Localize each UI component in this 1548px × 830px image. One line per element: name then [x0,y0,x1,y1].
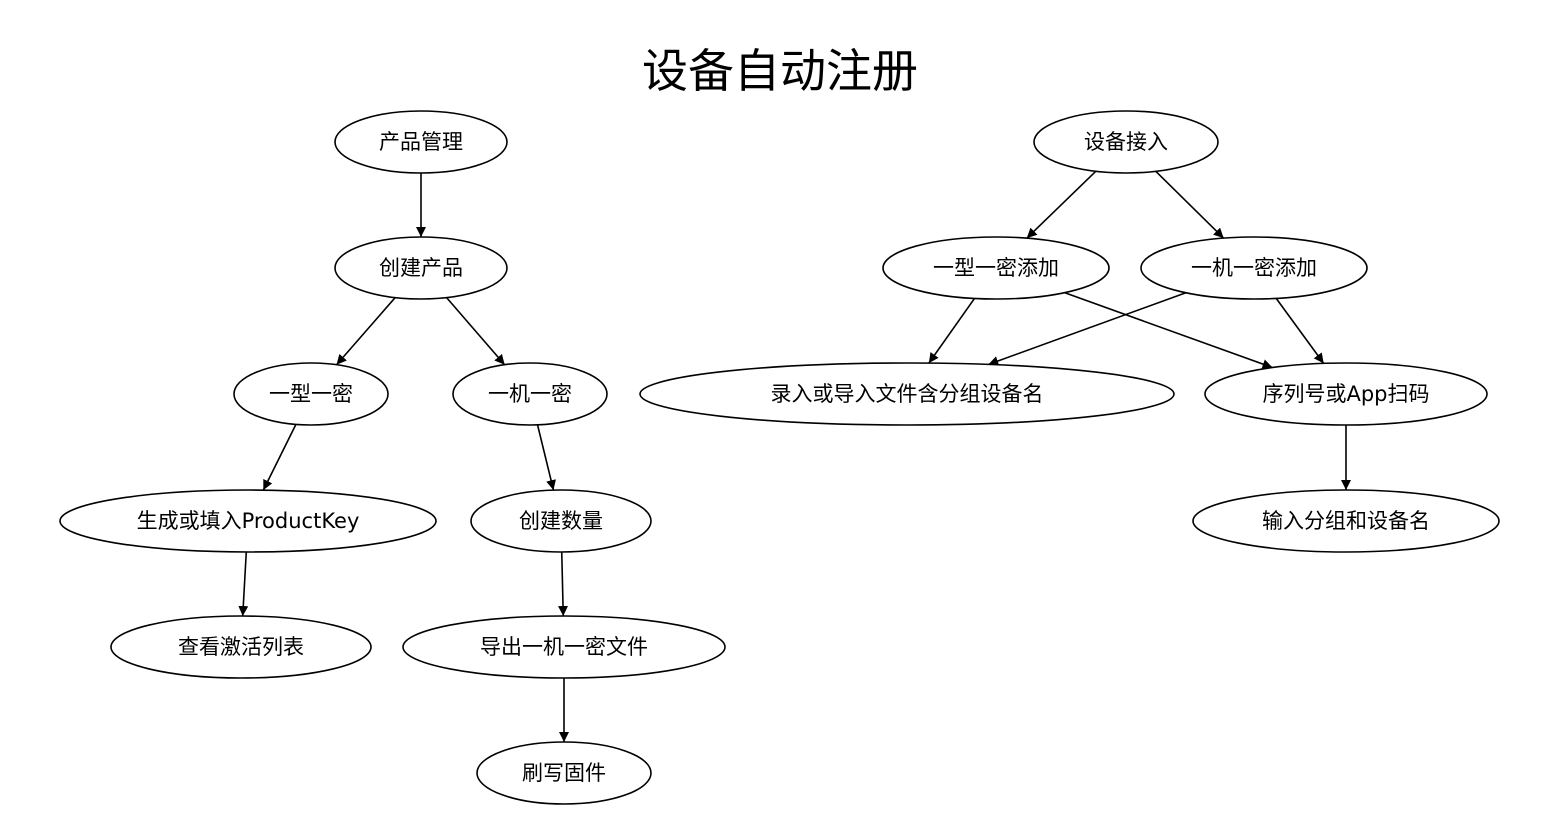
edge-add_one_type_one_secret-to-serial_or_app_scan [1064,291,1273,369]
node-add-one-type-one-secret: 一型一密添加 [882,236,1110,300]
node-export-secret-file: 导出一机一密文件 [402,615,726,679]
node-create-product: 创建产品 [334,236,508,300]
node-label: 一机一密 [488,382,572,406]
edge-create_product-to-one_device_one_secret [445,297,506,366]
node-shape [1192,489,1500,553]
node-label: 生成或填入ProductKey [137,509,360,533]
node-label: 刷写固件 [522,761,606,785]
node-label: 一型一密 [269,382,353,406]
node-shape [1204,362,1488,426]
edges-layer [238,170,1351,742]
edge-create_quantity-to-export_secret_file [558,551,569,617]
node-shape [59,489,437,553]
node-shape [233,362,389,426]
node-shape [110,615,372,679]
node-one-type-one-secret: 一型一密 [233,362,389,426]
edge-add_one_type_one_secret-to-import_device_names [928,297,976,364]
node-shape [452,362,608,426]
node-one-device-one-secret: 一机一密 [452,362,608,426]
node-input-group-device-name: 输入分组和设备名 [1192,489,1500,553]
node-label: 输入分组和设备名 [1262,509,1430,533]
node-shape [1140,236,1368,300]
node-serial-or-app-scan: 序列号或App扫码 [1204,362,1488,426]
node-label: 产品管理 [379,130,463,154]
node-device-access: 设备接入 [1033,110,1219,174]
edge-one_type_one_secret-to-gen_product_key [262,424,297,491]
node-import-device-names: 录入或导入文件含分组设备名 [639,362,1175,426]
node-product-mgmt: 产品管理 [334,110,508,174]
node-label: 查看激活列表 [178,635,304,659]
node-label: 一型一密添加 [933,256,1059,280]
node-shape [402,615,726,679]
node-shape [476,741,652,805]
edge-add_one_device_one_secret-to-import_device_names [988,291,1187,366]
edge-gen_product_key-to-view_activation_list [238,551,249,617]
edge-one_device_one_secret-to-create_quantity [536,424,556,491]
node-label: 设备接入 [1084,130,1168,154]
edge-device_access-to-add_one_device_one_secret [1155,170,1225,239]
node-shape [882,236,1110,300]
node-label: 创建产品 [379,256,463,280]
node-shape [639,362,1175,426]
node-shape [1033,110,1219,174]
node-label: 导出一机一密文件 [480,635,648,659]
node-flash-firmware: 刷写固件 [476,741,652,805]
node-gen-product-key: 生成或填入ProductKey [59,489,437,553]
node-label: 录入或导入文件含分组设备名 [771,382,1044,406]
node-shape [334,236,508,300]
node-label: 序列号或App扫码 [1262,382,1429,406]
node-shape [470,489,652,553]
diagram-title: 设备自动注册 [642,44,918,98]
edge-add_one_device_one_secret-to-serial_or_app_scan [1275,297,1325,364]
node-label: 创建数量 [519,509,603,533]
node-shape [334,110,508,174]
edge-create_product-to-one_type_one_secret [335,297,396,366]
node-add-one-device-one-secret: 一机一密添加 [1140,236,1368,300]
edge-device_access-to-add_one_type_one_secret [1026,170,1097,239]
node-label: 一机一密添加 [1191,256,1317,280]
node-view-activation-list: 查看激活列表 [110,615,372,679]
node-create-quantity: 创建数量 [470,489,652,553]
